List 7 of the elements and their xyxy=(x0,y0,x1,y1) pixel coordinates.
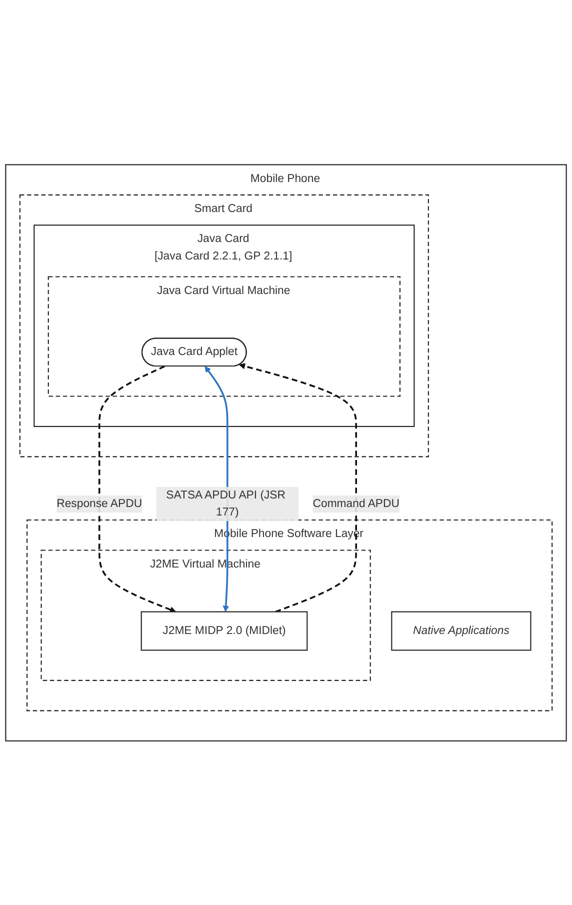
edge-label: Command APDU xyxy=(312,497,400,510)
arrow xyxy=(239,362,357,612)
node-box: Native Applications xyxy=(391,610,532,650)
node-box: J2ME MIDP 2.0 (MIDlet) xyxy=(140,610,308,650)
edge-label: Response APDU xyxy=(56,497,142,510)
edge-label: SATSA APDU API (JSR 177) xyxy=(166,488,286,518)
arrow xyxy=(98,365,176,612)
